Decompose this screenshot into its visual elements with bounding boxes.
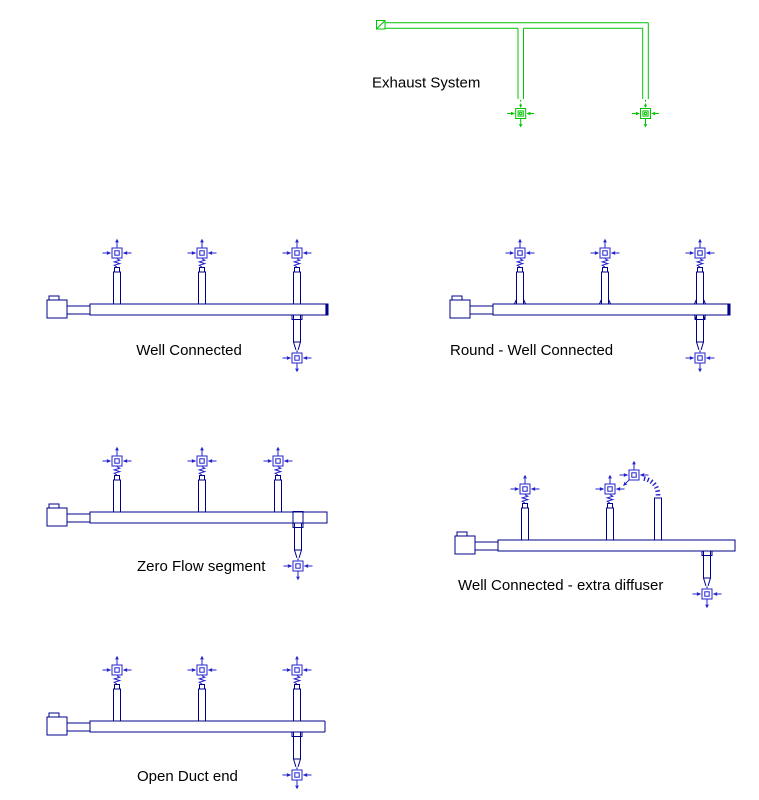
- diagram-label: Zero Flow segment: [137, 558, 266, 575]
- diagram-label: Well Connected: [136, 342, 242, 359]
- riser-with-diffuser-icon: [188, 239, 217, 304]
- exhaust-diffuser-icon: [631, 99, 660, 128]
- fan-unit-icon: [46, 712, 91, 736]
- riser-with-diffuser-icon: [188, 447, 217, 512]
- diagram-exhaust-system: Exhaust System: [372, 20, 660, 128]
- fan-unit-icon: [46, 503, 91, 527]
- riser-with-diffuser-icon: [283, 656, 312, 721]
- main-duct: [497, 539, 736, 552]
- offset-diffuser-icon: [620, 461, 649, 486]
- round-riser-with-diffuser-icon: [506, 239, 535, 304]
- diagram-round-well-connected: Round - Well Connected: [449, 239, 731, 373]
- main-duct-open-end: [89, 720, 326, 733]
- fan-unit-icon: [46, 295, 91, 319]
- fan-unit-icon: [454, 531, 499, 555]
- flex-curve-icon: [642, 476, 661, 496]
- riser-with-diffuser-icon: [103, 656, 132, 721]
- round-riser-with-diffuser-icon: [591, 239, 620, 304]
- diagram-open-duct-end: Open Duct end: [46, 656, 326, 790]
- dropper-with-diffuser-icon: [284, 523, 313, 580]
- diagram-label: Well Connected - extra diffuser: [458, 577, 663, 594]
- dropper-with-diffuser-icon: [283, 315, 312, 372]
- takeoff-collar-icon: [292, 511, 304, 528]
- exhaust-drop-duct: [642, 22, 649, 99]
- diagram-label: Open Duct end: [137, 768, 238, 785]
- riser-with-diffuser-icon: [188, 656, 217, 721]
- main-duct: [89, 511, 328, 524]
- duct-inlet-cap-icon: [376, 20, 386, 30]
- diagram-label: Exhaust System: [372, 75, 480, 92]
- round-riser-with-diffuser-icon: [686, 239, 715, 304]
- exhaust-diffuser-icon: [506, 99, 535, 128]
- tall-riser-duct: [654, 497, 662, 541]
- exhaust-drop-duct: [517, 28, 524, 99]
- riser-with-diffuser-icon: [283, 239, 312, 304]
- dropper-with-diffuser-icon: [283, 732, 312, 789]
- diagram-extra-diffuser: Well Connected - extra diffuser: [454, 461, 736, 609]
- diagram-label: Round - Well Connected: [450, 342, 613, 359]
- fan-unit-icon: [449, 295, 494, 319]
- main-duct: [492, 303, 731, 316]
- round-dropper-with-diffuser-icon: [686, 315, 715, 372]
- riser-with-diffuser-icon: [103, 447, 132, 512]
- riser-with-diffuser-icon: [511, 475, 540, 540]
- diagram-well-connected: Well Connected: [46, 239, 329, 373]
- diagram-zero-flow-segment: Zero Flow segment: [46, 447, 328, 581]
- riser-with-diffuser-icon: [103, 239, 132, 304]
- riser-with-diffuser-icon: [596, 475, 625, 540]
- dropper-with-diffuser-icon: [693, 551, 722, 608]
- main-duct: [89, 303, 329, 316]
- riser-with-diffuser-icon: [264, 447, 293, 512]
